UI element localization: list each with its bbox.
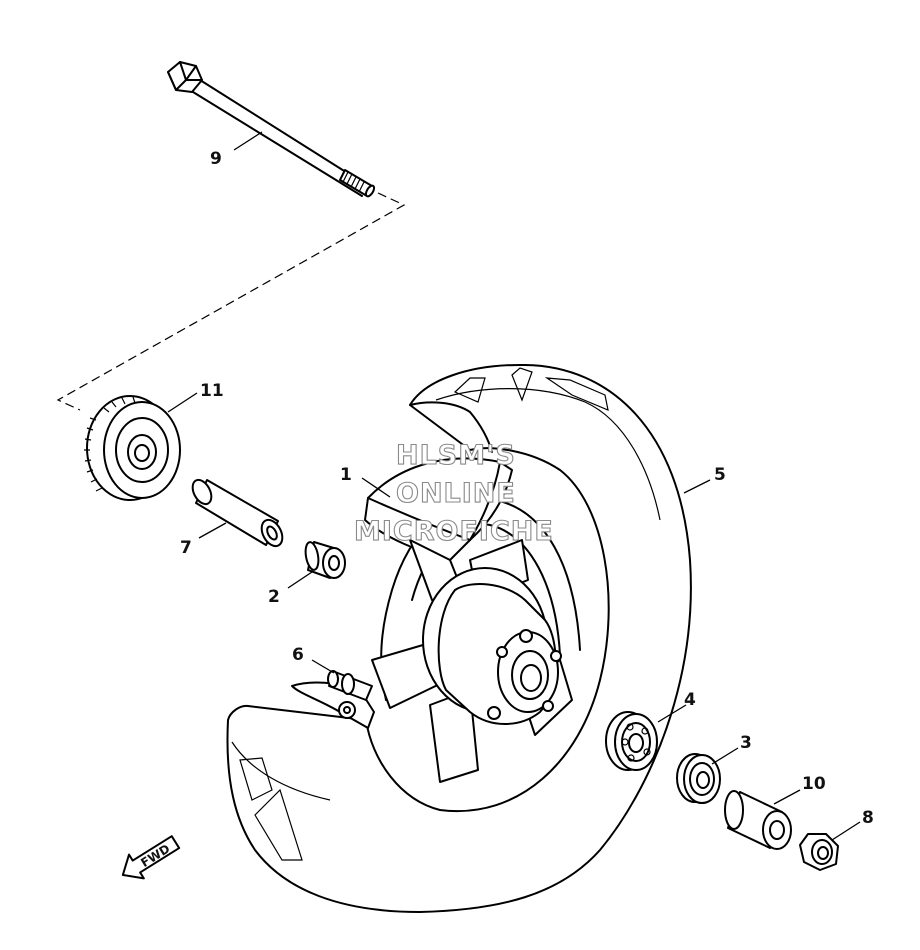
watermark-line1: HLSM'S <box>396 440 516 471</box>
callout-4: 4 <box>684 690 696 710</box>
watermark: HLSM'S ONLINE MICROFICHE <box>353 439 554 547</box>
callout-2: 2 <box>268 587 280 607</box>
callout-6: 6 <box>292 645 304 665</box>
collar-small[interactable] <box>304 541 346 579</box>
callout-8-label: 8 <box>862 808 874 828</box>
gear-unit[interactable] <box>84 395 181 501</box>
callout-7: 7 <box>180 538 192 558</box>
bearing-left[interactable] <box>605 711 658 771</box>
callout-3: 3 <box>740 733 752 753</box>
callout-labels: 9 11 1 5 7 2 6 4 3 10 8 <box>180 149 874 828</box>
gear-teeth <box>84 396 136 492</box>
callout-11: 11 <box>200 381 224 401</box>
axis-line <box>56 192 406 411</box>
hub-assembly[interactable] <box>291 457 581 783</box>
callout-5: 5 <box>714 465 726 485</box>
fwd-arrow: FWD <box>121 835 181 880</box>
spacer[interactable] <box>189 477 287 550</box>
tire[interactable] <box>226 363 692 913</box>
valve[interactable] <box>327 670 373 701</box>
spacer-flange[interactable] <box>724 790 792 850</box>
callout-9: 9 <box>210 149 222 169</box>
callout-10-label: 10 <box>802 774 826 794</box>
collar-right[interactable] <box>799 833 839 871</box>
leader-lines <box>167 131 861 841</box>
wheel-axle[interactable] <box>167 61 376 198</box>
callout-1: 1 <box>340 465 352 485</box>
watermark-line2: ONLINE <box>396 478 516 509</box>
bearing-right[interactable] <box>676 753 721 804</box>
watermark-line3: MICROFICHE <box>354 516 554 547</box>
